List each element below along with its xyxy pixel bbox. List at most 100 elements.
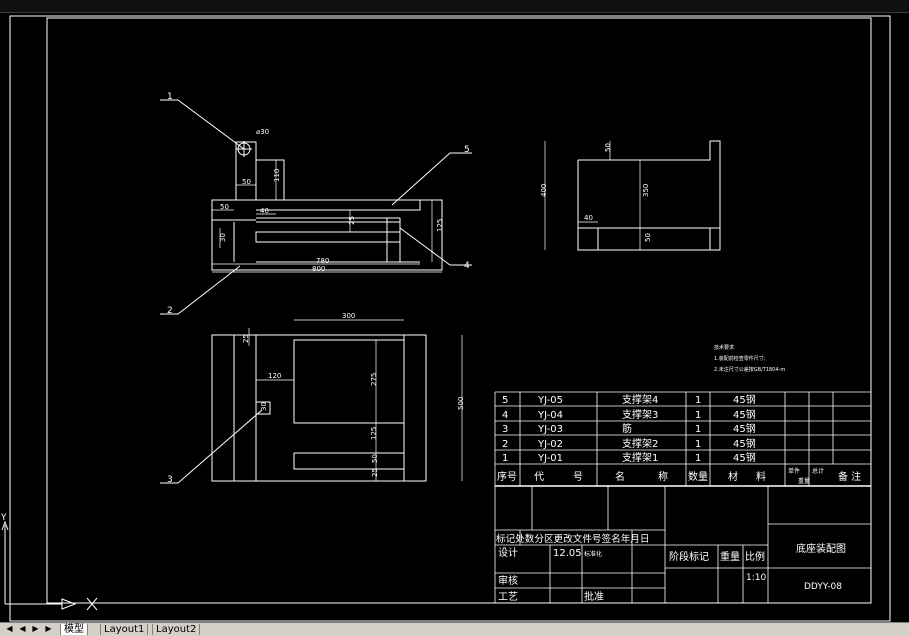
svg-text:45钢: 45钢 (733, 451, 756, 464)
outer-frame (9, 15, 891, 622)
layout-tab-bar: ◀ ◀ ▶ ▶ 模型 Layout1 Layout2 (0, 622, 909, 636)
title-block-lines (495, 486, 871, 603)
svg-text:300: 300 (342, 312, 355, 320)
svg-text:重量: 重量 (720, 550, 740, 563)
svg-text:50: 50 (604, 143, 612, 152)
svg-text:1: 1 (695, 410, 701, 421)
first-tab-icon[interactable]: ◀ (6, 624, 13, 633)
svg-text:重量: 重量 (798, 477, 810, 485)
svg-text:材: 材 (728, 470, 738, 483)
svg-text:支撑架3: 支撑架3 (622, 408, 658, 421)
svg-text:筋: 筋 (622, 422, 632, 435)
svg-text:标准化: 标准化 (584, 550, 602, 558)
svg-text:工艺: 工艺 (498, 591, 518, 603)
bom-header: 序号 代 号 名 称 数量 材 料 单件 总计 重量 备 注 (497, 467, 861, 485)
svg-text:30: 30 (260, 402, 268, 411)
ucs-labels: Y (0, 513, 7, 523)
bom-rows: 5 YJ-05 支撑架4 1 45钢 4 YJ-04 支撑架3 1 45钢 3 … (502, 393, 756, 464)
svg-text:50: 50 (644, 233, 652, 242)
tab-layout2[interactable]: Layout2 (152, 624, 201, 635)
svg-text:支撑架2: 支撑架2 (622, 437, 658, 450)
svg-text:45钢: 45钢 (733, 437, 756, 450)
svg-text:底座装配图: 底座装配图 (796, 542, 846, 555)
svg-text:3: 3 (167, 475, 173, 485)
svg-text:批准: 批准 (584, 590, 604, 603)
svg-text:支撑架1: 支撑架1 (622, 451, 658, 464)
svg-text:400: 400 (540, 184, 548, 197)
svg-text:YJ-02: YJ-02 (537, 439, 563, 450)
svg-text:料: 料 (756, 470, 766, 483)
side-view-dim-labels: 50 400 350 40 50 (540, 143, 652, 242)
svg-text:3: 3 (502, 424, 508, 435)
svg-text:备 注: 备 注 (838, 470, 861, 483)
svg-text:支撑架4: 支撑架4 (622, 393, 658, 406)
svg-text:YJ-01: YJ-01 (537, 453, 563, 464)
svg-text:1: 1 (695, 424, 701, 435)
inner-frame (46, 17, 872, 604)
svg-text:YJ-04: YJ-04 (537, 410, 563, 421)
title-block-text: 标记处数分区更改文件号签名年月日 设计 12.05 标准化 审核 工艺 批准 阶… (496, 533, 846, 603)
svg-text:45钢: 45钢 (733, 393, 756, 406)
svg-text:25: 25 (348, 216, 356, 225)
svg-text:单件: 单件 (788, 467, 800, 475)
svg-text:5: 5 (502, 395, 508, 406)
svg-text:1: 1 (502, 453, 508, 464)
svg-text:275: 275 (370, 373, 378, 386)
svg-text:技术要求: 技术要求 (714, 344, 734, 351)
top-view (211, 319, 463, 482)
svg-text:12.05: 12.05 (553, 548, 582, 559)
drawing-canvas[interactable]: ⌀30 50 110 40 50 30 25 125 780 800 1 2 3… (0, 0, 909, 622)
next-tab-icon[interactable]: ▶ (32, 624, 39, 633)
tab-model[interactable]: 模型 (60, 624, 88, 635)
svg-text:800: 800 (312, 265, 325, 273)
svg-text:350: 350 (642, 184, 650, 197)
tech-notes: 技术要求 1.装配前检查零件尺寸; 2.未注尺寸公差按GB/T1804-m (714, 344, 785, 373)
svg-text:总计: 总计 (812, 467, 824, 475)
svg-text:25: 25 (371, 468, 379, 477)
callout-leaders (160, 99, 472, 484)
svg-text:50: 50 (220, 203, 229, 211)
last-tab-icon[interactable]: ▶ (45, 624, 52, 633)
bom-table-lines (494, 391, 871, 603)
ucs-icon (1, 520, 98, 611)
svg-text:40: 40 (260, 207, 269, 215)
svg-text:2: 2 (167, 306, 173, 316)
svg-text:45钢: 45钢 (733, 408, 756, 421)
svg-text:⌀30: ⌀30 (256, 128, 269, 136)
svg-text:780: 780 (316, 257, 329, 265)
svg-text:120: 120 (268, 372, 281, 380)
svg-text:称: 称 (658, 470, 668, 483)
svg-text:1: 1 (695, 395, 701, 406)
top-view-dim-labels: 300 25 120 275 30 500 125 50 25 (242, 312, 465, 477)
callout-numbers: 1 2 3 4 5 (167, 92, 470, 485)
svg-text:1: 1 (695, 453, 701, 464)
svg-text:4: 4 (502, 410, 508, 421)
svg-text:Y: Y (0, 513, 7, 523)
svg-text:4: 4 (464, 261, 470, 271)
front-view (211, 141, 443, 273)
svg-text:序号: 序号 (497, 470, 517, 483)
svg-text:1:10: 1:10 (746, 573, 766, 583)
svg-text:1.装配前检查零件尺寸;: 1.装配前检查零件尺寸; (714, 355, 766, 362)
svg-text:2: 2 (502, 439, 508, 450)
svg-text:50: 50 (371, 454, 379, 463)
svg-text:阶段标记: 阶段标记 (669, 550, 709, 563)
svg-text:YJ-05: YJ-05 (537, 395, 563, 406)
tab-layout1[interactable]: Layout1 (100, 624, 149, 635)
svg-text:DDYY-08: DDYY-08 (804, 582, 842, 592)
svg-text:名: 名 (615, 470, 625, 483)
svg-text:30: 30 (219, 233, 227, 242)
svg-text:审核: 审核 (498, 574, 518, 587)
svg-text:110: 110 (273, 169, 281, 182)
side-view (544, 140, 721, 251)
svg-text:1: 1 (167, 92, 173, 102)
svg-text:数量: 数量 (688, 470, 708, 483)
svg-text:5: 5 (464, 145, 470, 155)
svg-text:500: 500 (457, 397, 465, 410)
svg-text:1: 1 (695, 439, 701, 450)
prev-tab-icon[interactable]: ◀ (19, 624, 26, 633)
toolbar-strip (0, 0, 909, 13)
svg-text:45钢: 45钢 (733, 422, 756, 435)
svg-text:125: 125 (370, 427, 378, 440)
svg-text:号: 号 (573, 471, 583, 483)
